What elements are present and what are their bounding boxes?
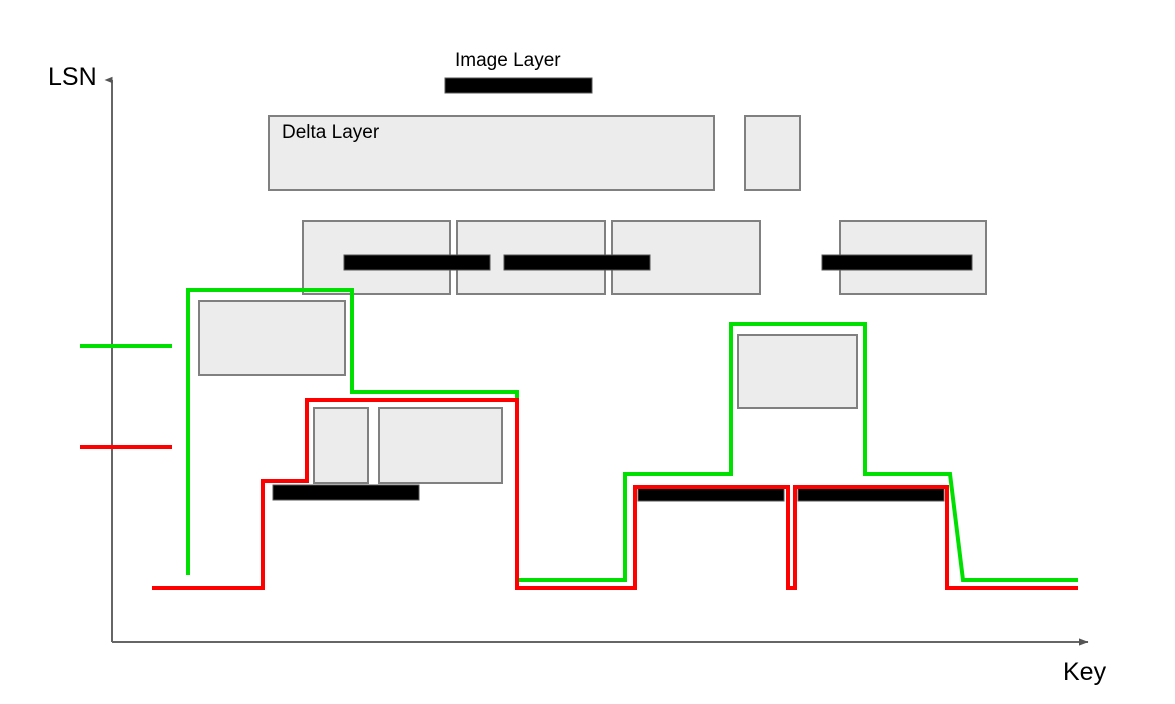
delta-box-red-large: [378, 407, 503, 484]
image-layer-bar-group: [272, 77, 973, 502]
delta-layer-box-group: [198, 115, 987, 484]
lsn-tick-group: [80, 344, 172, 449]
image-layer-label: Image Layer: [455, 50, 561, 71]
axis-group: [112, 80, 1089, 646]
image-bar-row2-b: [503, 254, 651, 271]
delta-box-green-right: [737, 334, 858, 409]
delta-layer-label: Delta Layer: [282, 122, 380, 143]
image-bar-top: [444, 77, 593, 94]
image-bar-mid-left: [272, 484, 420, 501]
image-bar-row2-a: [343, 254, 491, 271]
red-step-line: [152, 398, 1078, 590]
y-axis-label: LSN: [48, 63, 97, 91]
delta-layer-box-main: [268, 115, 715, 191]
x-axis-label: Key: [1063, 658, 1107, 686]
delta-layer-box-right: [744, 115, 801, 191]
delta-box-red-small: [313, 407, 369, 484]
delta-box-green-left: [198, 300, 346, 376]
image-bar-row2-c: [821, 254, 973, 271]
green-step-line: [186, 288, 1078, 582]
